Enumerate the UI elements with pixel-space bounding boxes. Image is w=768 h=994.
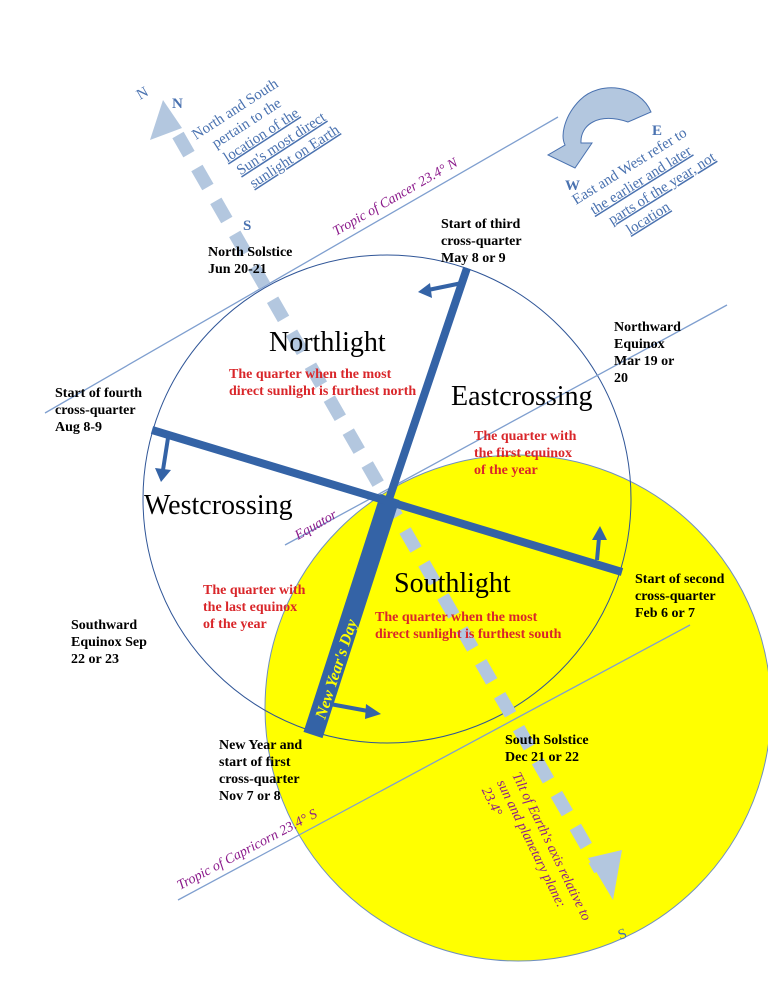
svg-text:New Year and: New Year and	[219, 738, 302, 753]
eastcrossing-desc-1: The quarter with	[474, 429, 577, 444]
axis-south-arrowhead	[588, 850, 622, 900]
east-west-curved-arrow-icon	[546, 87, 652, 169]
westcrossing-desc-3: of the year	[203, 617, 267, 632]
northlight-title: Northlight	[269, 327, 386, 358]
svg-text:South Solstice: South Solstice	[505, 733, 589, 748]
svg-text:start of first: start of first	[219, 755, 291, 770]
svg-text:20: 20	[614, 371, 628, 386]
svg-text:Equinox: Equinox	[614, 337, 665, 352]
arrow-second-cross	[592, 526, 607, 561]
cross-quarter-bar-upper	[383, 266, 471, 507]
svg-text:Northward: Northward	[614, 320, 681, 335]
east-west-note: East and West refer to the earlier and l…	[570, 125, 720, 238]
tropic-of-cancer-line	[44, 116, 559, 414]
equator-line	[284, 304, 728, 546]
third-cross-quarter-label: Start of third cross-quarter May 8 or 9	[441, 217, 522, 266]
new-years-day-bar	[303, 493, 400, 739]
svg-text:cross-quarter: cross-quarter	[635, 589, 716, 604]
arrow-fourth-cross	[155, 437, 171, 482]
northward-equinox-label: Northward Equinox Mar 19 or 20	[614, 320, 681, 386]
axis-south-small: S	[243, 218, 251, 234]
arrow-third-cross	[418, 281, 463, 298]
tropic-of-capricorn-label: Tropic of Capricorn 23.4° S	[175, 807, 320, 894]
eastcrossing-title: Eastcrossing	[451, 381, 593, 412]
year-circle	[142, 254, 632, 744]
eastcrossing-desc-3: of the year	[474, 463, 538, 478]
axis-north-big: N	[134, 84, 152, 103]
west-letter: W	[565, 178, 580, 194]
tropic-of-capricorn-line	[177, 624, 691, 901]
southward-equinox-label: Southward Equinox Sep 22 or 23	[71, 618, 147, 667]
southlight-desc-1: The quarter when the most	[375, 610, 538, 625]
southlight-title: Southlight	[394, 568, 511, 599]
svg-text:22 or 23: 22 or 23	[71, 652, 119, 667]
arrow-new-year	[329, 702, 381, 719]
west-south-bar	[150, 426, 624, 576]
svg-text:Equinox Sep: Equinox Sep	[71, 635, 147, 650]
westcrossing-desc-1: The quarter with	[203, 583, 306, 598]
svg-text:Aug 8-9: Aug 8-9	[55, 420, 102, 435]
fourth-cross-quarter-label: Start of fourth cross-quarter Aug 8-9	[55, 386, 142, 435]
svg-text:North Solstice: North Solstice	[208, 245, 292, 260]
svg-text:Dec 21 or 22: Dec 21 or 22	[505, 750, 579, 765]
axis-north-small: N	[172, 96, 183, 112]
svg-text:Southward: Southward	[71, 618, 137, 633]
axis-north-arrowhead	[150, 100, 182, 140]
svg-text:Start of third: Start of third	[441, 217, 521, 232]
southlight-sun-circle	[264, 454, 768, 962]
southlight-desc-2: direct sunlight is furthest south	[375, 627, 562, 642]
south-solstice-label: South Solstice Dec 21 or 22	[505, 733, 589, 765]
northlight-desc-1: The quarter when the most	[229, 367, 392, 382]
svg-text:Start of fourth: Start of fourth	[55, 386, 142, 401]
svg-text:Start of second: Start of second	[635, 572, 725, 587]
svg-text:cross-quarter: cross-quarter	[441, 234, 522, 249]
eastcrossing-desc-2: the first equinox	[474, 446, 572, 461]
second-cross-quarter-label: Start of second cross-quarter Feb 6 or 7	[635, 572, 725, 621]
northlight-desc-2: direct sunlight is furthest north	[229, 384, 416, 399]
svg-text:cross-quarter: cross-quarter	[55, 403, 136, 418]
east-letter: E	[652, 123, 662, 139]
westcrossing-title: Westcrossing	[144, 490, 293, 521]
svg-text:Feb 6 or 7: Feb 6 or 7	[635, 606, 695, 621]
svg-text:Mar 19 or: Mar 19 or	[614, 354, 674, 369]
new-year-label: New Year and start of first cross-quarte…	[219, 738, 302, 804]
westcrossing-desc-2: the last equinox	[203, 600, 297, 615]
svg-text:Nov 7 or 8: Nov 7 or 8	[219, 789, 281, 804]
svg-text:cross-quarter: cross-quarter	[219, 772, 300, 787]
svg-text:Jun 20-21: Jun 20-21	[208, 262, 267, 277]
north-solstice-label: North Solstice Jun 20-21	[208, 245, 292, 277]
svg-text:May 8 or 9: May 8 or 9	[441, 251, 506, 266]
